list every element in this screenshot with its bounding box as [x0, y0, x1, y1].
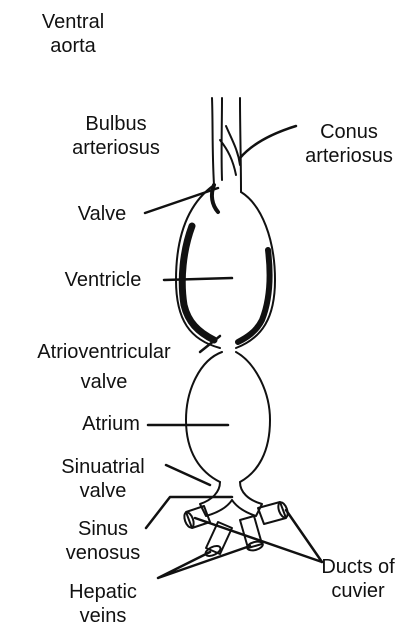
label-ventral-aorta: Ventral aorta [42, 10, 104, 58]
label-hepatic-veins: Hepatic veins [69, 580, 137, 628]
leader-ventricle [164, 278, 232, 280]
label-atrioventricular-valve: Atrioventricular valve [37, 340, 170, 394]
label-valve: Valve [78, 202, 127, 226]
leader-conus [240, 126, 296, 158]
leader-hepatic [158, 546, 250, 578]
label-ventricle: Ventricle [65, 268, 142, 292]
label-atrium: Atrium [82, 412, 140, 436]
leader-sinuatrial [166, 465, 210, 485]
ventral-aorta-tube-right [240, 98, 241, 192]
label-bulbus-arteriosus: Bulbus arteriosus [72, 112, 160, 160]
duct-cuvier-left [186, 506, 210, 528]
label-sinuatrial-valve: Sinuatrial valve [61, 455, 144, 503]
atrium-outline [186, 352, 270, 482]
ventricle-wall-left [182, 226, 214, 340]
leader-valve [145, 188, 218, 213]
label-conus-arteriosus: Conus arteriosus [305, 120, 393, 168]
label-sinus-venosus: Sinus venosus [66, 517, 141, 565]
conus-strand [226, 126, 240, 165]
label-ducts-of-cuvier: Ducts of cuvier [321, 555, 394, 603]
ventricle-wall-right [238, 250, 270, 342]
sinus-venosus-outline [200, 482, 262, 516]
ventral-aorta-tube-left [212, 98, 214, 185]
